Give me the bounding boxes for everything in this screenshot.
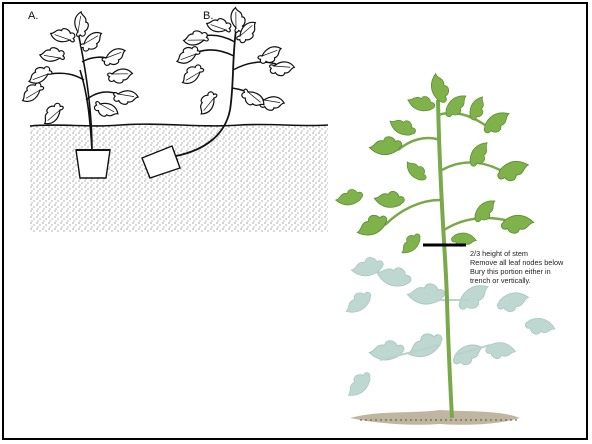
annotation-line-3: Bury this portion either in [470, 267, 588, 276]
label-a: A. [28, 10, 38, 22]
annotation-line-4: trench or vertically. [470, 276, 588, 285]
soil-panel [30, 124, 328, 232]
annotation-line-1: 2/3 height of stem [470, 249, 588, 258]
stem-annotation: 2/3 height of stem Remove all leaf nodes… [470, 249, 588, 285]
annotation-line-2: Remove all leaf nodes below [470, 258, 588, 267]
label-b: B. [203, 10, 213, 22]
